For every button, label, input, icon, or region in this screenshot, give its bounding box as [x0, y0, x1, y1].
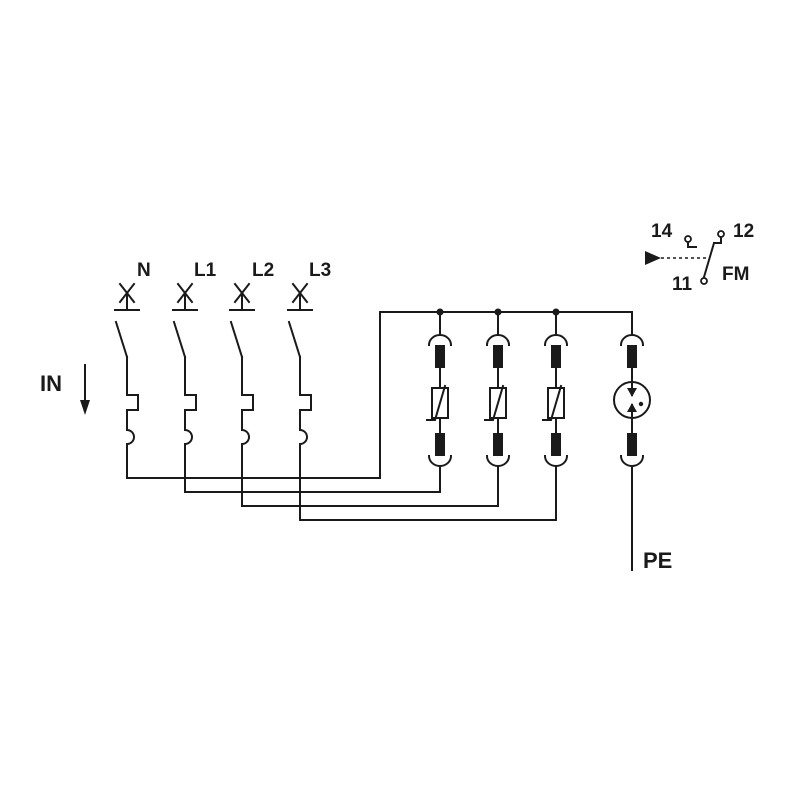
breaker-l2 — [229, 282, 255, 507]
wiring — [126, 308, 633, 571]
label-contact-11: 11 — [672, 274, 693, 295]
varistor-branch-2 — [484, 311, 511, 467]
label-n: N — [137, 260, 151, 281]
label-in: IN — [40, 371, 62, 396]
label-contact-14: 14 — [651, 221, 673, 242]
label-l2: L2 — [252, 260, 274, 281]
breaker-l3 — [287, 282, 313, 521]
label-pe: PE — [643, 548, 672, 573]
remote-signal-contact — [645, 230, 725, 285]
label-contact-12: 12 — [733, 221, 754, 242]
label-fm: FM — [722, 264, 749, 285]
gas-discharge-branch — [613, 311, 651, 467]
varistor-branch-3 — [542, 311, 569, 467]
varistor-branch-1 — [426, 311, 453, 467]
breaker-l1 — [172, 282, 198, 493]
breaker-n — [114, 282, 140, 479]
label-l3: L3 — [309, 260, 331, 281]
actuator-arrow-icon — [645, 251, 661, 265]
in-arrow-icon — [80, 364, 90, 415]
label-l1: L1 — [194, 260, 217, 281]
